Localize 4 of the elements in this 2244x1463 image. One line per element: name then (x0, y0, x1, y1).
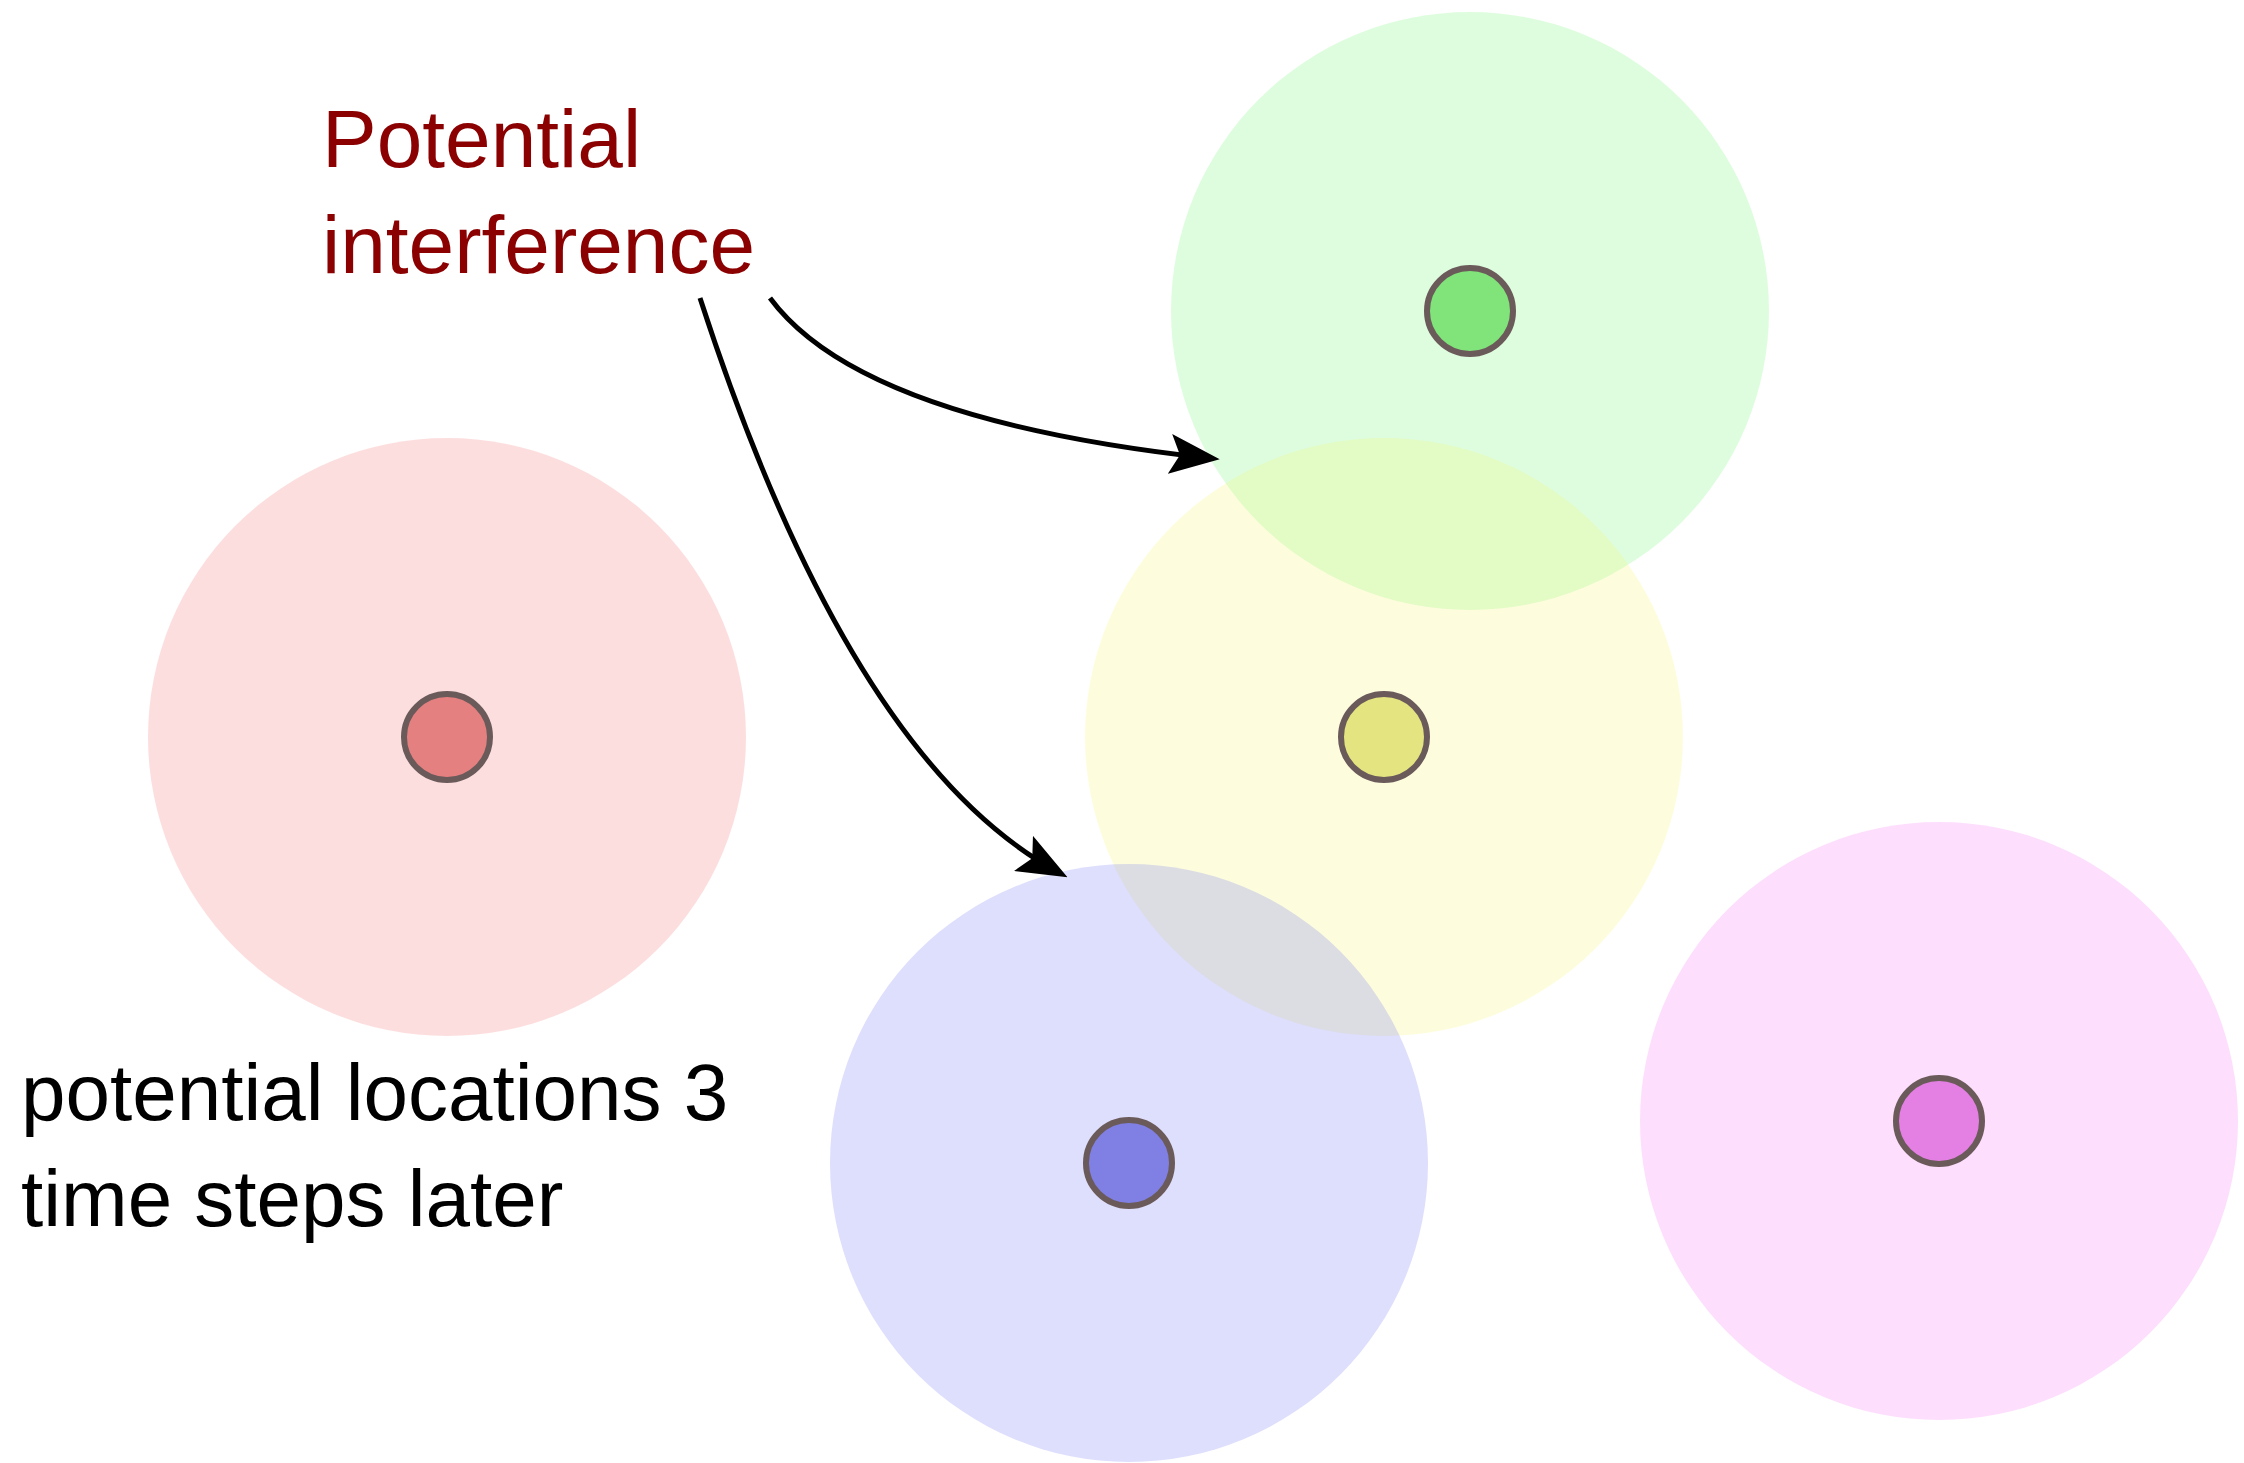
arrow (697, 297, 1068, 878)
caption-text: potential locations 3 time steps later (21, 1047, 730, 1245)
arrow (768, 296, 1220, 474)
annotation-text: Potential interference (322, 86, 882, 298)
